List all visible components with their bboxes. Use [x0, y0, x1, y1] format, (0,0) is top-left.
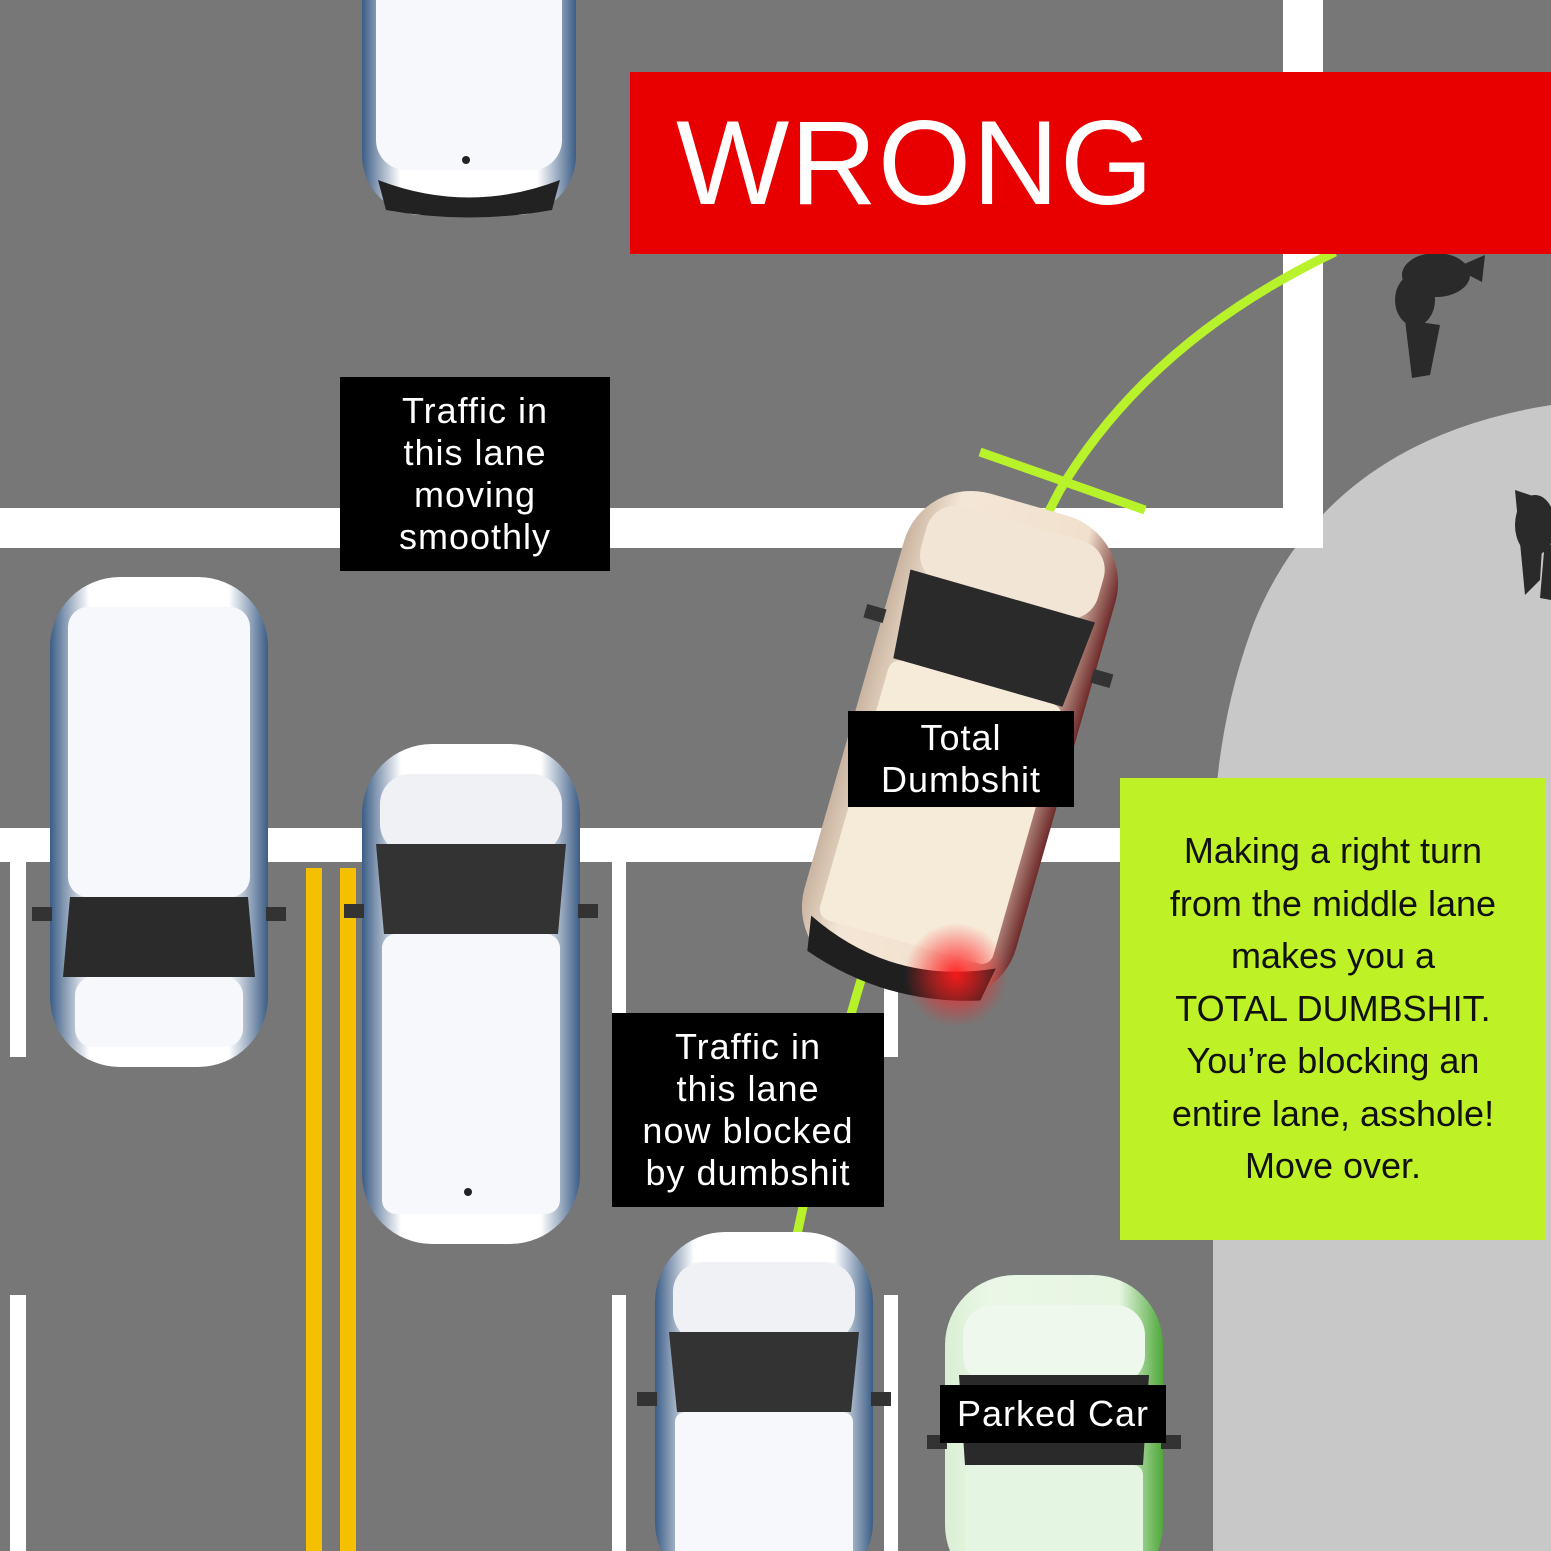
wrong-banner-text: WRONG	[676, 96, 1155, 230]
center-line-yellow	[306, 868, 322, 1551]
label-total-dumbshit: Total Dumbshit	[848, 711, 1074, 807]
lane-dash	[10, 862, 26, 1057]
pedestrian-1	[1395, 253, 1485, 378]
lane-dash	[10, 1295, 26, 1551]
lane-border-top-vertical-2	[1283, 300, 1323, 548]
label-top-lane-text: Traffic in this lane moving smoothly	[398, 390, 552, 557]
label-total-dumbshit-text: Total Dumbshit	[880, 717, 1042, 800]
car-left-lane	[32, 577, 286, 1067]
label-parked-car-text: Parked Car	[956, 1393, 1150, 1434]
label-blocked-lane-text: Traffic in this lane now blocked by dumb…	[642, 1026, 854, 1193]
turn-path-tick	[978, 447, 1147, 515]
wrong-banner: WRONG	[630, 72, 1551, 254]
note-box: Making a right turn from the middle lane…	[1120, 778, 1546, 1240]
pedestrian-2	[1515, 490, 1551, 600]
label-blocked-lane: Traffic in this lane now blocked by dumb…	[612, 1013, 884, 1207]
brake-light-glow	[904, 923, 1008, 1027]
label-top-lane: Traffic in this lane moving smoothly	[340, 377, 610, 571]
lane-dash	[612, 862, 626, 1057]
center-line-yellow	[340, 868, 356, 1551]
car-middle-lane	[344, 744, 598, 1244]
lane-dash	[884, 1295, 898, 1551]
lane-border-top-left	[0, 508, 1305, 548]
car-bottom-center	[637, 1232, 891, 1551]
note-text: Making a right turn from the middle lane…	[1169, 830, 1497, 1187]
car-top-center	[362, 0, 576, 218]
lane-dash	[612, 1295, 626, 1551]
label-parked-car: Parked Car	[940, 1385, 1166, 1443]
